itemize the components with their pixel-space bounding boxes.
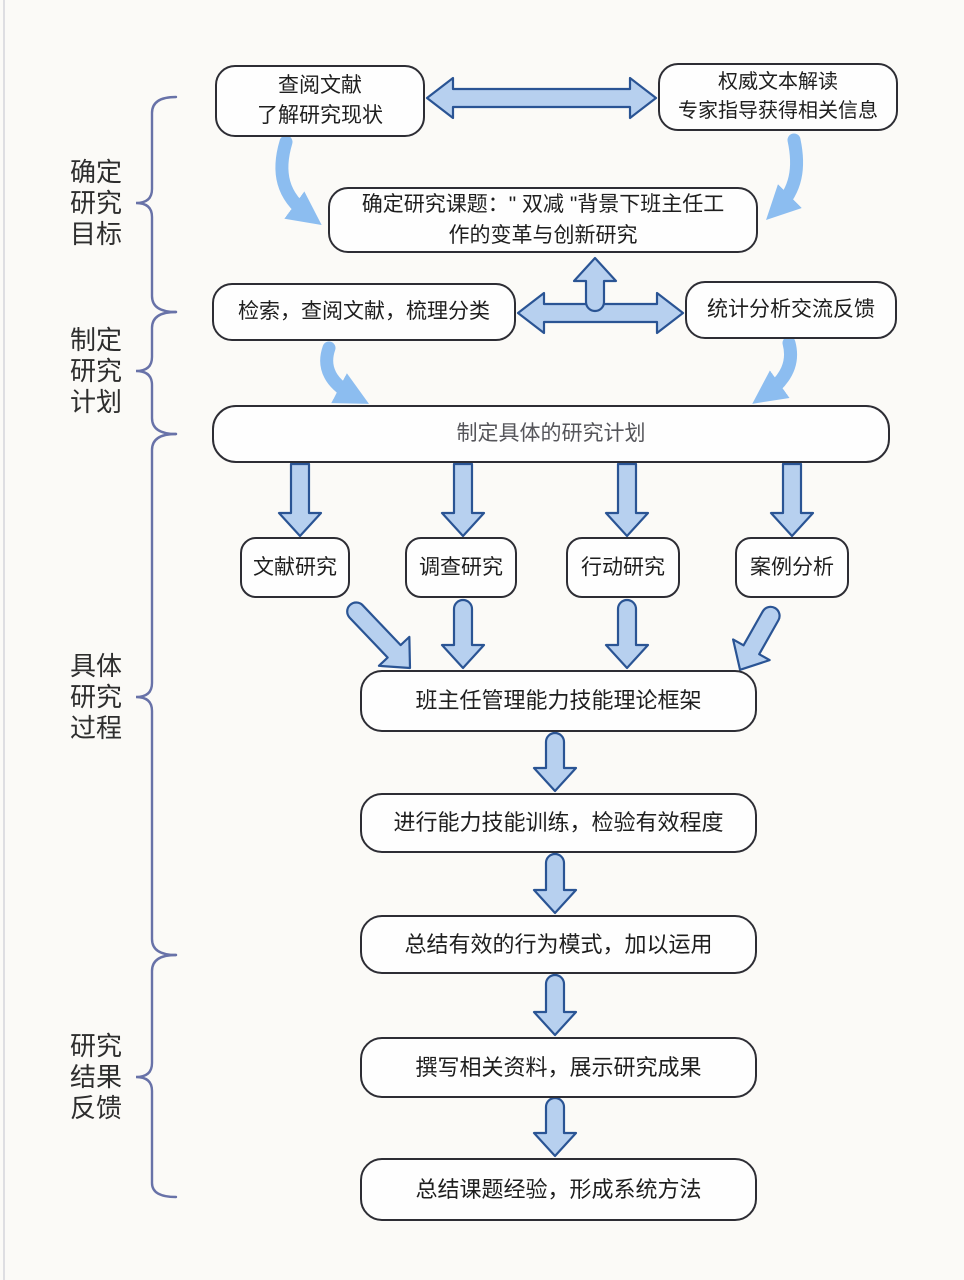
arrow-behavior-materials	[532, 973, 578, 1037]
side-label-feedback: 研究 结果 反馈	[69, 1031, 122, 1123]
side-label-plan: 制定 研究 计划	[69, 325, 122, 417]
arrow-retrieval-statistics	[516, 291, 685, 335]
arrow-action-framework	[604, 598, 650, 670]
node-skill-training: 进行能力技能训练，检验有效程度	[360, 793, 757, 853]
arrow-litreview-authority	[425, 76, 658, 120]
brace-plan	[135, 310, 178, 436]
arrow-plan-litresearch	[277, 462, 323, 538]
node-theory-framework: 班主任管理能力技能理论框架	[360, 670, 757, 732]
node-statistics-feedback: 统计分析交流反馈	[685, 281, 897, 339]
node-action-research: 行动研究	[566, 537, 680, 598]
arrow-framework-training	[532, 731, 578, 793]
node-specific-plan: 制定具体的研究计划	[212, 405, 890, 463]
arrow-plan-survey	[440, 462, 486, 538]
brace-goal	[135, 95, 178, 314]
node-retrieval-classify: 检索，查阅文献，梳理分类	[212, 283, 516, 341]
arrow-plan-action	[604, 462, 650, 538]
arrow-materials-experience	[532, 1096, 578, 1158]
node-behavior-patterns: 总结有效的行为模式，加以运用	[360, 915, 757, 974]
node-survey-research: 调查研究	[405, 537, 517, 598]
side-label-process: 具体 研究 过程	[69, 651, 122, 743]
curved-arrow-authority-topic	[766, 133, 804, 220]
arrow-plan-case	[769, 462, 815, 538]
arrow-case-framework	[731, 605, 781, 671]
node-write-materials: 撰写相关资料，展示研究成果	[360, 1037, 757, 1098]
node-literature-research: 文献研究	[240, 537, 350, 598]
node-literature-review: 查阅文献 了解研究现状	[215, 65, 425, 137]
side-label-goal: 确定 研究 目标	[69, 157, 122, 249]
curved-arrow-statistics-plan	[752, 336, 797, 404]
arrow-litresearch-framework	[346, 601, 412, 670]
node-authoritative-text: 权威文本解读 专家指导获得相关信息	[658, 63, 898, 131]
brace-process	[135, 432, 178, 957]
arrow-up-to-topic	[572, 256, 618, 313]
page-left-edge-line	[3, 0, 5, 1280]
node-case-analysis: 案例分析	[735, 537, 849, 598]
arrow-survey-framework	[440, 598, 486, 670]
curved-arrow-litreview-topic	[275, 135, 322, 225]
curved-arrow-retrieval-plan	[320, 341, 369, 404]
arrow-training-behavior	[532, 852, 578, 915]
node-research-topic: 确定研究课题：" 双减 "背景下班主任工 作的变革与创新研究	[328, 187, 758, 253]
node-summarize-experience: 总结课题经验，形成系统方法	[360, 1158, 757, 1221]
brace-feedback	[135, 953, 178, 1199]
